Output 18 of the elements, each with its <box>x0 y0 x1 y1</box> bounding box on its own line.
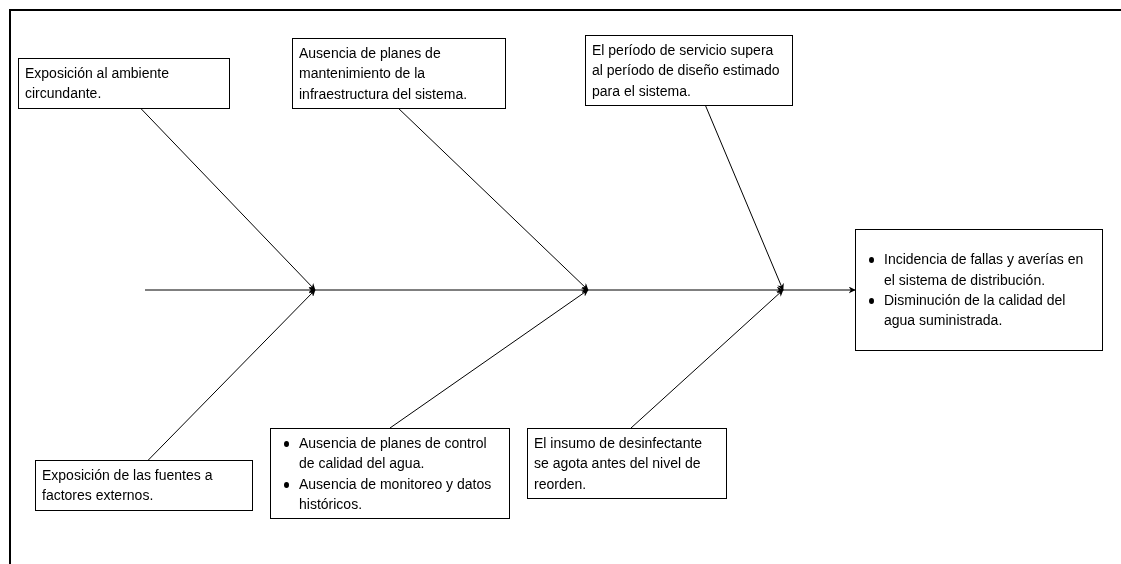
bullet-text: Ausencia de monitoreo y datos históricos. <box>299 475 492 512</box>
bone-arrow <box>140 108 316 291</box>
bullet-text: Disminución de la calidad del agua suministrada. <box>884 292 1066 329</box>
cause-box: El período de servicio supera al período de diseño estimado para el sistema. <box>585 35 793 106</box>
bone-arrow <box>705 105 784 291</box>
cause-box: Exposición al ambiente circundante. <box>18 58 230 109</box>
bullet-text: Ausencia de planes de control de calidad del agua. <box>299 435 487 472</box>
cause-box: Ausencia de planes de mantenimiento de la infraestructura del sistema. <box>292 38 506 109</box>
spine-arrow <box>144 287 856 294</box>
bullet-text: Incidencia de fallas y averías en el sistema de distribución. <box>884 251 1084 288</box>
bone-arrow <box>398 108 589 291</box>
bullet-list-box <box>855 229 1103 351</box>
bone-arrow <box>147 289 316 461</box>
bone-arrow <box>389 289 589 429</box>
bullet-list-box <box>270 428 510 520</box>
bone-arrow <box>630 289 784 429</box>
cause-box: El insumo de desinfectante se agota antes del nivel de reorden. <box>527 428 727 499</box>
cause-box: Exposición de las fuentes a factores externos. <box>35 460 253 511</box>
